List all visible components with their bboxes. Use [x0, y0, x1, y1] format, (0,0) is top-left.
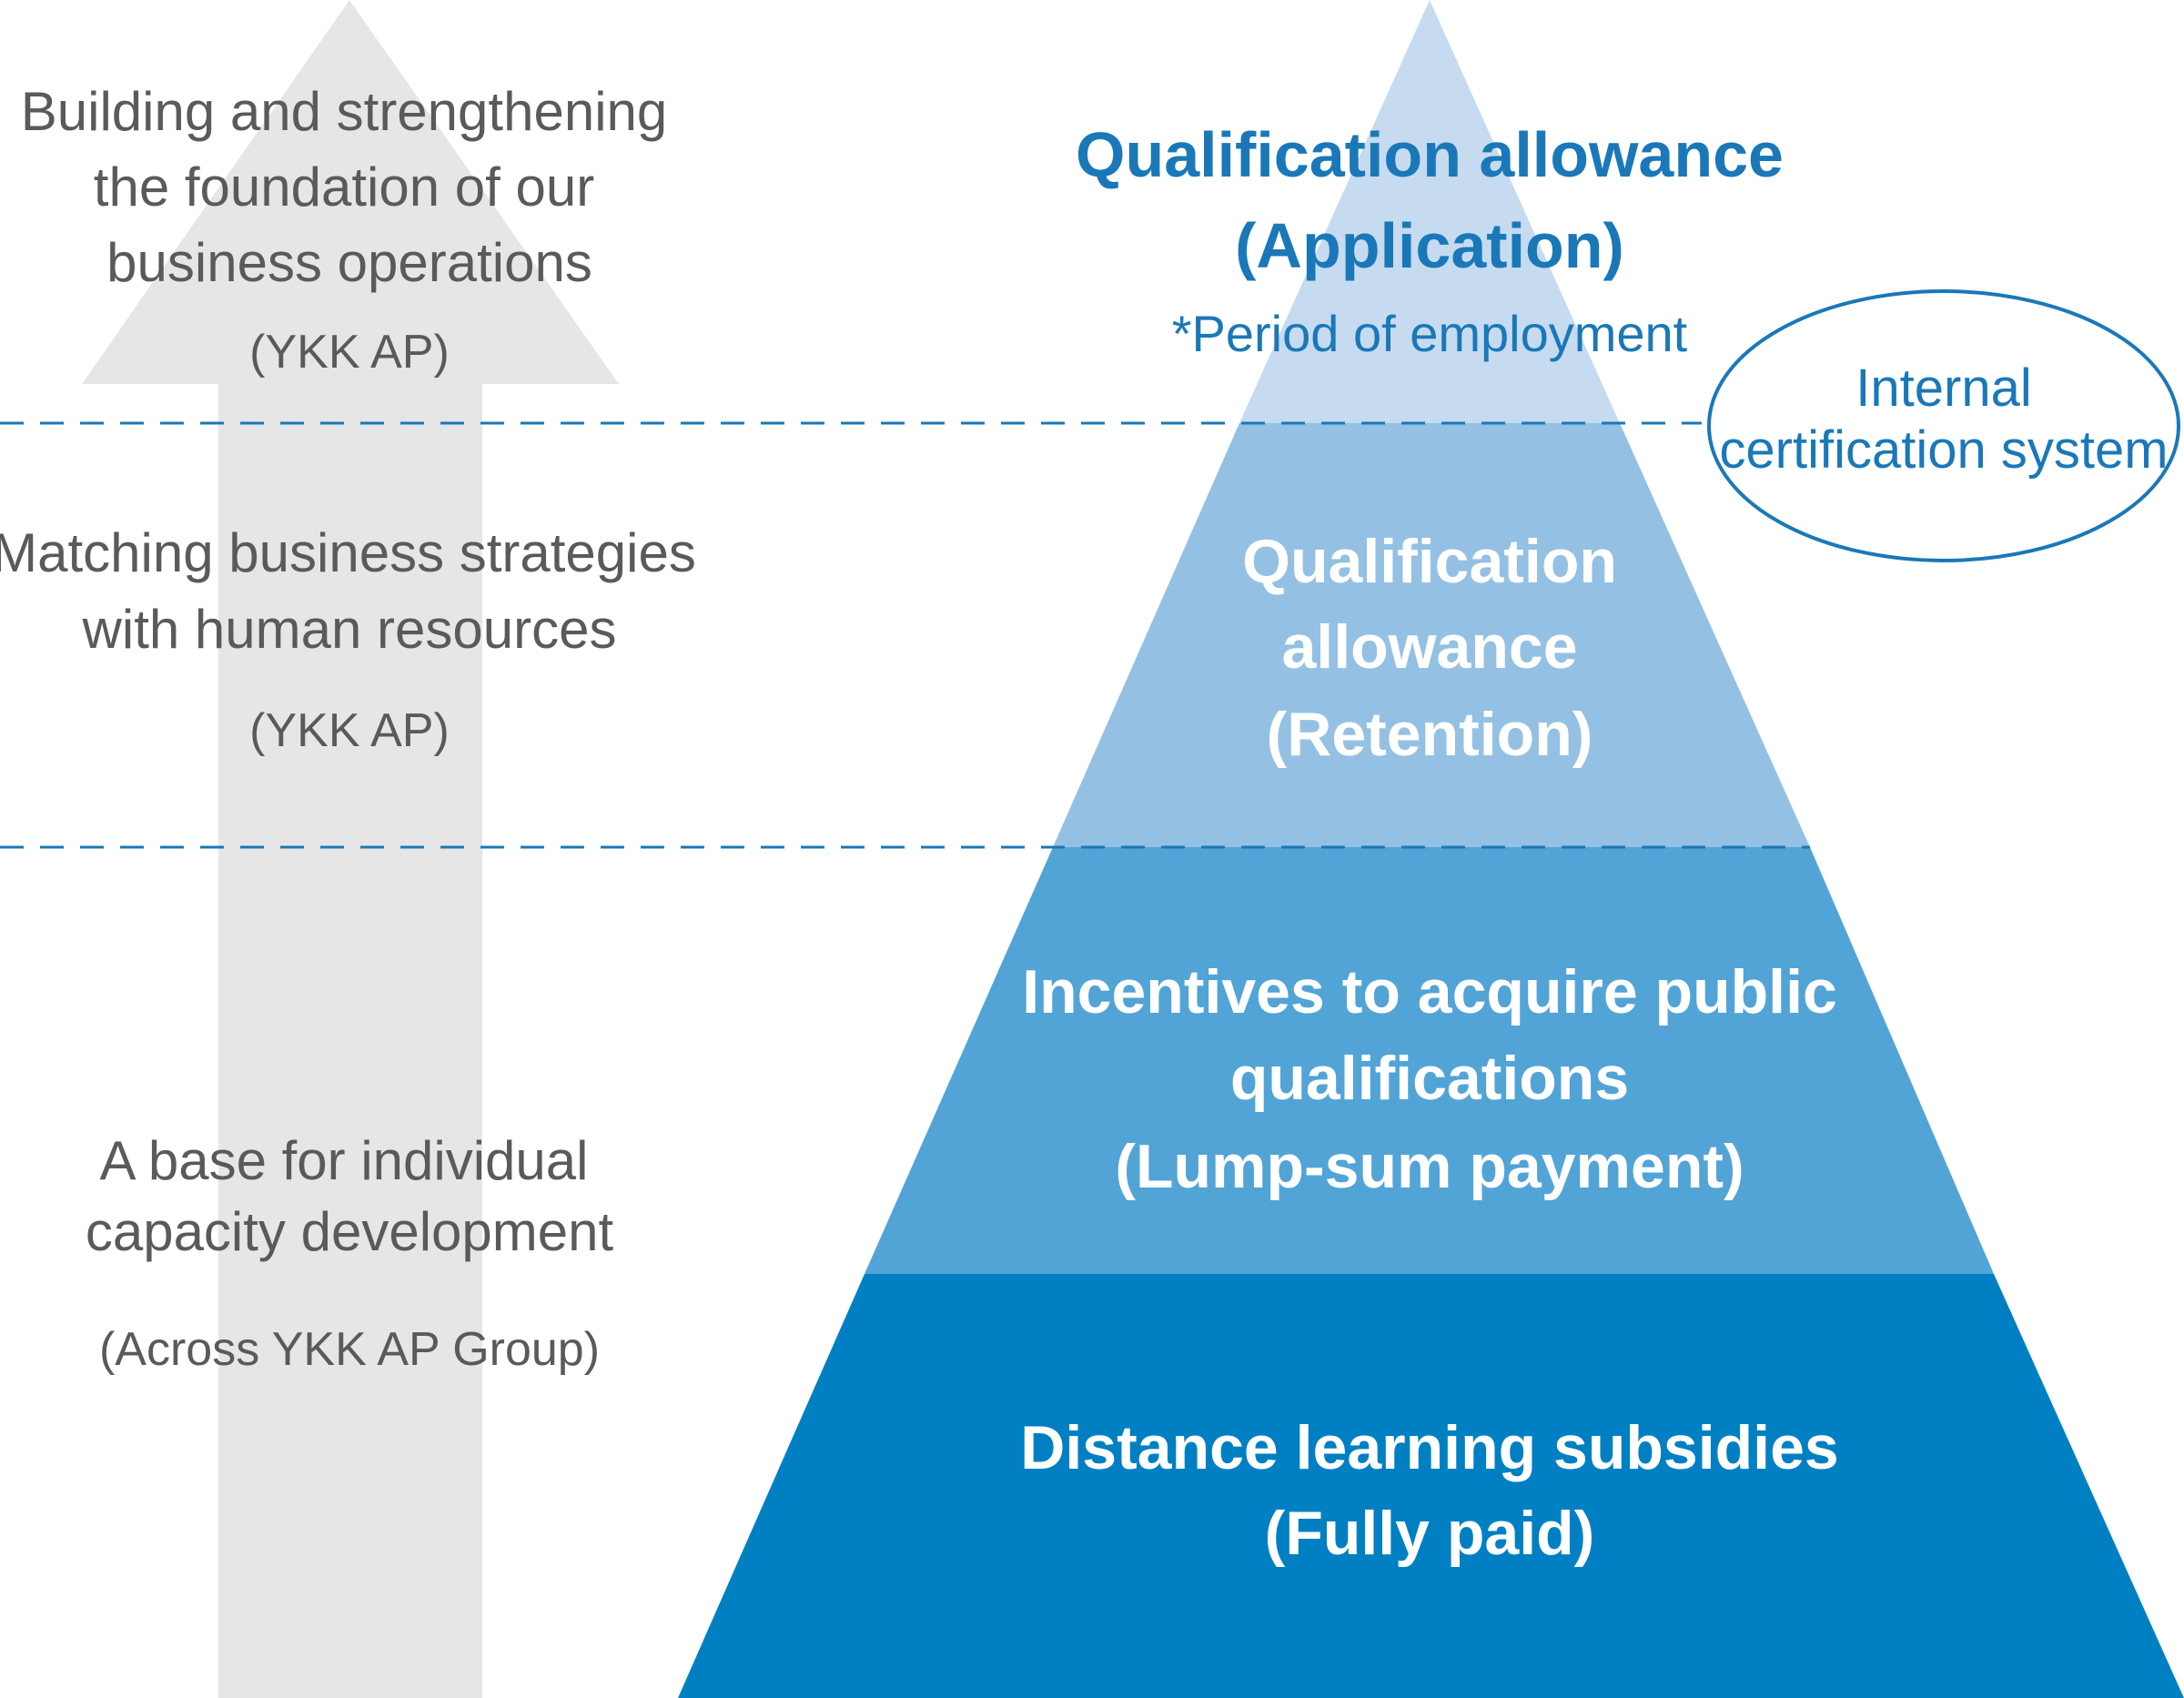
- upward-arrow: [82, 0, 619, 1698]
- lower-middle-line-1: Incentives to acquire public: [1022, 957, 1837, 1026]
- left-level-3-scope: (Across YKK AP Group): [99, 1323, 600, 1376]
- pyramid-lower-middle-label: Incentives to acquire public qualificati…: [1022, 957, 1837, 1201]
- base-line-2: (Fully paid): [1265, 1499, 1595, 1568]
- pyramid-tier-apex: [1239, 0, 1620, 423]
- left-level-2-line-2: with human resources: [82, 599, 617, 660]
- pyramid-apex-label: Qualification allowance (Application) *P…: [1076, 119, 1784, 362]
- lower-middle-line-3: (Lump-sum payment): [1115, 1132, 1744, 1201]
- left-level-1-line-1: Building and strengthening: [21, 81, 668, 142]
- pyramid-upper-middle-label: Qualification allowance (Retention): [1242, 527, 1617, 769]
- pyramid-tier-upper-middle: [1053, 423, 1810, 847]
- pyramid-base-label: Distance learning subsidies (Fully paid): [1020, 1413, 1838, 1568]
- upper-middle-line-3: (Retention): [1267, 700, 1593, 769]
- left-level-3: A base for individual capacity developme…: [86, 1130, 614, 1376]
- pyramid-tier-base: [678, 1274, 2184, 1698]
- left-level-2-line-1: Matching business strategies: [0, 522, 696, 583]
- left-level-1: Building and strengthening the foundatio…: [21, 81, 668, 379]
- pyramid-tier-lower-middle: [864, 847, 1994, 1274]
- left-level-1-line-2: the foundation of our: [94, 157, 594, 217]
- internal-certification-badge: [1707, 289, 2180, 562]
- left-level-2-scope: (YKK AP): [249, 704, 450, 757]
- apex-note: *Period of employment: [1172, 305, 1688, 362]
- apex-line-1: Qualification allowance: [1076, 119, 1784, 190]
- base-line-1: Distance learning subsidies: [1020, 1413, 1838, 1482]
- badge-line-2: certification system: [1719, 420, 2168, 480]
- badge-line-1: Internal: [1855, 359, 2031, 418]
- apex-line-2: (Application): [1235, 210, 1624, 281]
- left-level-3-line-2: capacity development: [86, 1201, 614, 1262]
- lower-middle-line-2: qualifications: [1230, 1044, 1629, 1113]
- upper-middle-line-1: Qualification: [1242, 527, 1617, 596]
- upper-middle-line-2: allowance: [1281, 612, 1577, 682]
- left-level-3-line-1: A base for individual: [99, 1130, 588, 1191]
- left-level-1-line-3: business operations: [106, 232, 592, 293]
- left-level-2: Matching business strategies with human …: [0, 522, 696, 757]
- left-level-1-scope: (YKK AP): [249, 326, 450, 379]
